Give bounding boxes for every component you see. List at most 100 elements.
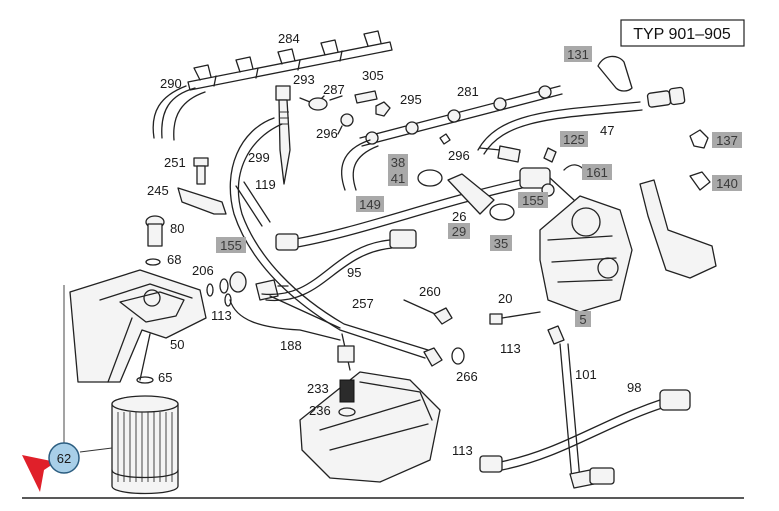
label-295: 295 xyxy=(400,92,422,107)
hl-29[interactable]: 29 xyxy=(448,223,470,239)
hl-161[interactable]: 161 xyxy=(582,164,612,180)
hl-155-a[interactable]: 155 xyxy=(518,192,548,208)
banjo-bolt-80 xyxy=(145,215,165,247)
hl-137[interactable]: 137 xyxy=(712,132,742,148)
diagram-title: TYP 901–905 xyxy=(633,26,731,43)
clamp-35 xyxy=(489,203,515,221)
injector-rail xyxy=(187,30,393,91)
leak-off-hoses xyxy=(152,85,206,141)
clamp-38 xyxy=(417,169,443,187)
label-68: 68 xyxy=(167,252,181,267)
label-287: 287 xyxy=(323,82,345,97)
label-305: 305 xyxy=(362,68,384,83)
label-281: 281 xyxy=(457,84,479,99)
label-251: 251 xyxy=(164,155,186,170)
callout-circle xyxy=(48,442,80,474)
label-50: 50 xyxy=(170,337,184,352)
pipe-119 xyxy=(235,185,263,227)
svg-text:137: 137 xyxy=(716,133,738,148)
bolt-20 xyxy=(489,311,541,325)
pipe-125 xyxy=(479,145,557,163)
svg-text:155: 155 xyxy=(522,193,544,208)
label-299: 299 xyxy=(248,150,270,165)
label-113-b: 113 xyxy=(500,341,521,356)
hose-296 xyxy=(341,139,371,191)
label-284: 284 xyxy=(278,31,300,46)
svg-text:35: 35 xyxy=(494,236,508,251)
return-line xyxy=(359,85,563,147)
oil-filter xyxy=(111,395,179,495)
label-98: 98 xyxy=(627,380,641,395)
svg-text:41: 41 xyxy=(391,171,405,186)
label-26: 26 xyxy=(452,209,466,224)
label-293: 293 xyxy=(293,72,315,87)
pipe-101 xyxy=(547,325,615,489)
part-295 xyxy=(375,101,391,117)
bracket-245 xyxy=(177,187,227,215)
label-257: 257 xyxy=(352,296,374,311)
label-113-c: 113 xyxy=(452,443,473,458)
bolt-260 xyxy=(403,299,453,325)
hl-41[interactable]: 41 xyxy=(388,170,408,186)
label-206: 206 xyxy=(192,263,214,278)
label-20: 20 xyxy=(498,291,512,306)
label-119: 119 xyxy=(255,177,276,192)
red-arrow-icon xyxy=(22,455,56,492)
label-266: 266 xyxy=(456,369,478,384)
label-113-a: 113 xyxy=(211,308,232,323)
bolt-251 xyxy=(193,157,209,185)
clip-140 xyxy=(689,171,711,191)
fuel-pump xyxy=(299,371,441,483)
hl-155-b[interactable]: 155 xyxy=(216,237,246,253)
label-95: 95 xyxy=(347,265,361,280)
svg-text:140: 140 xyxy=(716,176,738,191)
label-296-a: 296 xyxy=(316,126,338,141)
label-296-b: 296 xyxy=(448,148,470,163)
hose-26 xyxy=(447,173,495,215)
label-260: 260 xyxy=(419,284,441,299)
title-box: TYP 901–905 xyxy=(620,19,745,47)
highlighted-labels: 131 125 137 38 41 161 140 155 149 155 29… xyxy=(216,46,742,327)
hl-125[interactable]: 125 xyxy=(560,131,588,147)
washer-68 xyxy=(145,258,161,266)
label-47: 47 xyxy=(600,123,614,138)
pipe-95 xyxy=(261,229,417,302)
svg-text:149: 149 xyxy=(359,197,381,212)
small-parts-293-287 xyxy=(299,90,378,135)
hl-149[interactable]: 149 xyxy=(356,196,384,212)
label-236: 236 xyxy=(309,403,331,418)
label-65: 65 xyxy=(158,370,172,385)
leak-line-47 xyxy=(477,55,686,155)
pipe-188 xyxy=(229,299,355,371)
svg-text:125: 125 xyxy=(563,132,585,147)
label-245: 245 xyxy=(147,183,169,198)
callout-label: 62 xyxy=(57,451,71,466)
label-233: 233 xyxy=(307,381,329,396)
label-80: 80 xyxy=(170,221,184,236)
svg-text:155: 155 xyxy=(220,238,242,253)
callout-62[interactable]: 62 xyxy=(22,442,80,492)
labels: 284 290 293 287 305 295 281 296 296 47 2… xyxy=(147,31,641,458)
bracket-right xyxy=(639,179,717,279)
pipe-257 xyxy=(269,295,341,329)
ring-65 xyxy=(136,376,154,384)
svg-text:29: 29 xyxy=(452,224,466,239)
label-101: 101 xyxy=(575,367,597,382)
hl-35[interactable]: 35 xyxy=(490,235,512,251)
main-feed-line xyxy=(229,117,429,359)
label-290: 290 xyxy=(160,76,182,91)
label-188: 188 xyxy=(280,338,302,353)
svg-text:161: 161 xyxy=(586,165,608,180)
hl-38[interactable]: 38 xyxy=(388,154,408,170)
svg-text:38: 38 xyxy=(391,155,405,170)
injector-nozzle xyxy=(275,85,291,185)
hl-5[interactable]: 5 xyxy=(575,311,591,327)
svg-text:131: 131 xyxy=(567,47,589,62)
svg-text:5: 5 xyxy=(579,312,586,327)
ring-266 xyxy=(451,347,465,365)
pipe-98 xyxy=(479,389,691,473)
hl-140[interactable]: 140 xyxy=(712,175,742,191)
hl-131[interactable]: 131 xyxy=(564,46,592,62)
clip-137 xyxy=(689,129,709,149)
